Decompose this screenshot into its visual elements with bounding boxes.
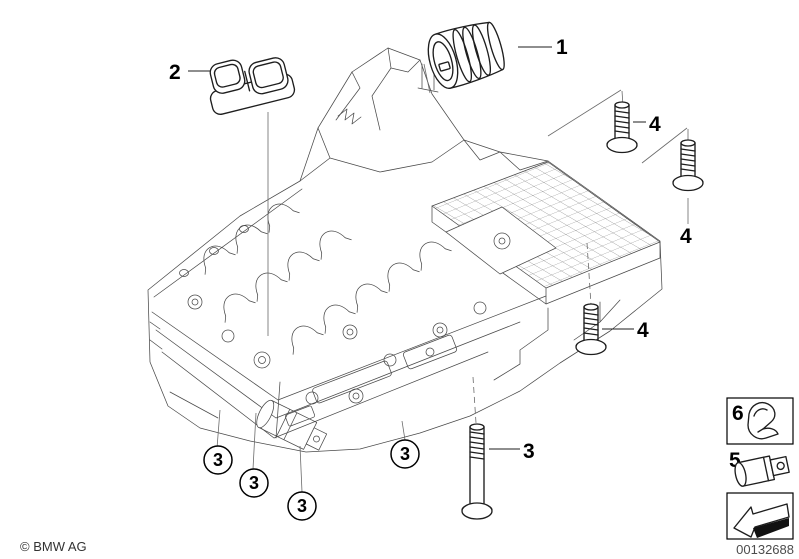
- callout-4-label-top[interactable]: 4: [649, 113, 661, 136]
- callout-3-badge-2[interactable]: 3: [239, 468, 269, 498]
- callout-4-label-mid[interactable]: 4: [637, 319, 649, 342]
- callout-4-label-right[interactable]: 4: [680, 225, 692, 248]
- svg-text:3: 3: [249, 473, 259, 493]
- leader-lines: [188, 46, 689, 493]
- callout-3-badge-1[interactable]: 3: [203, 445, 233, 475]
- cover-cap-drawing: [209, 57, 296, 115]
- screw-drawing-right: [672, 139, 704, 192]
- drawing-number: 00132688: [736, 542, 794, 557]
- part-box-6[interactable]: 6: [726, 397, 794, 445]
- adapter-drawing: [734, 455, 790, 487]
- callout-3-badge-3[interactable]: 3: [287, 491, 317, 521]
- svg-text:3: 3: [297, 496, 307, 516]
- sealing-sleeve-drawing: [427, 21, 505, 89]
- direction-arrow-box: [726, 492, 794, 540]
- copyright-text: © BMW AG: [20, 539, 87, 554]
- svg-text:3: 3: [213, 450, 223, 470]
- callout-2-label[interactable]: 2: [169, 61, 181, 84]
- clip-drawing: [747, 401, 779, 440]
- screw-drawing-mid: [575, 303, 607, 356]
- svg-text:3: 3: [400, 444, 410, 464]
- solenoid-drawing: [256, 399, 328, 451]
- part-5-group[interactable]: 5: [729, 449, 790, 487]
- screw-drawing-top: [606, 101, 638, 154]
- callout-6-label[interactable]: 6: [732, 402, 744, 425]
- long-bolt-drawing: [461, 423, 493, 520]
- callout-1-label[interactable]: 1: [556, 36, 568, 59]
- direction-arrow-icon: [733, 503, 790, 538]
- callout-3-label-bolt[interactable]: 3: [523, 440, 535, 463]
- callout-3-badge-4[interactable]: 3: [390, 439, 420, 469]
- main-assembly-drawing: [147, 47, 663, 453]
